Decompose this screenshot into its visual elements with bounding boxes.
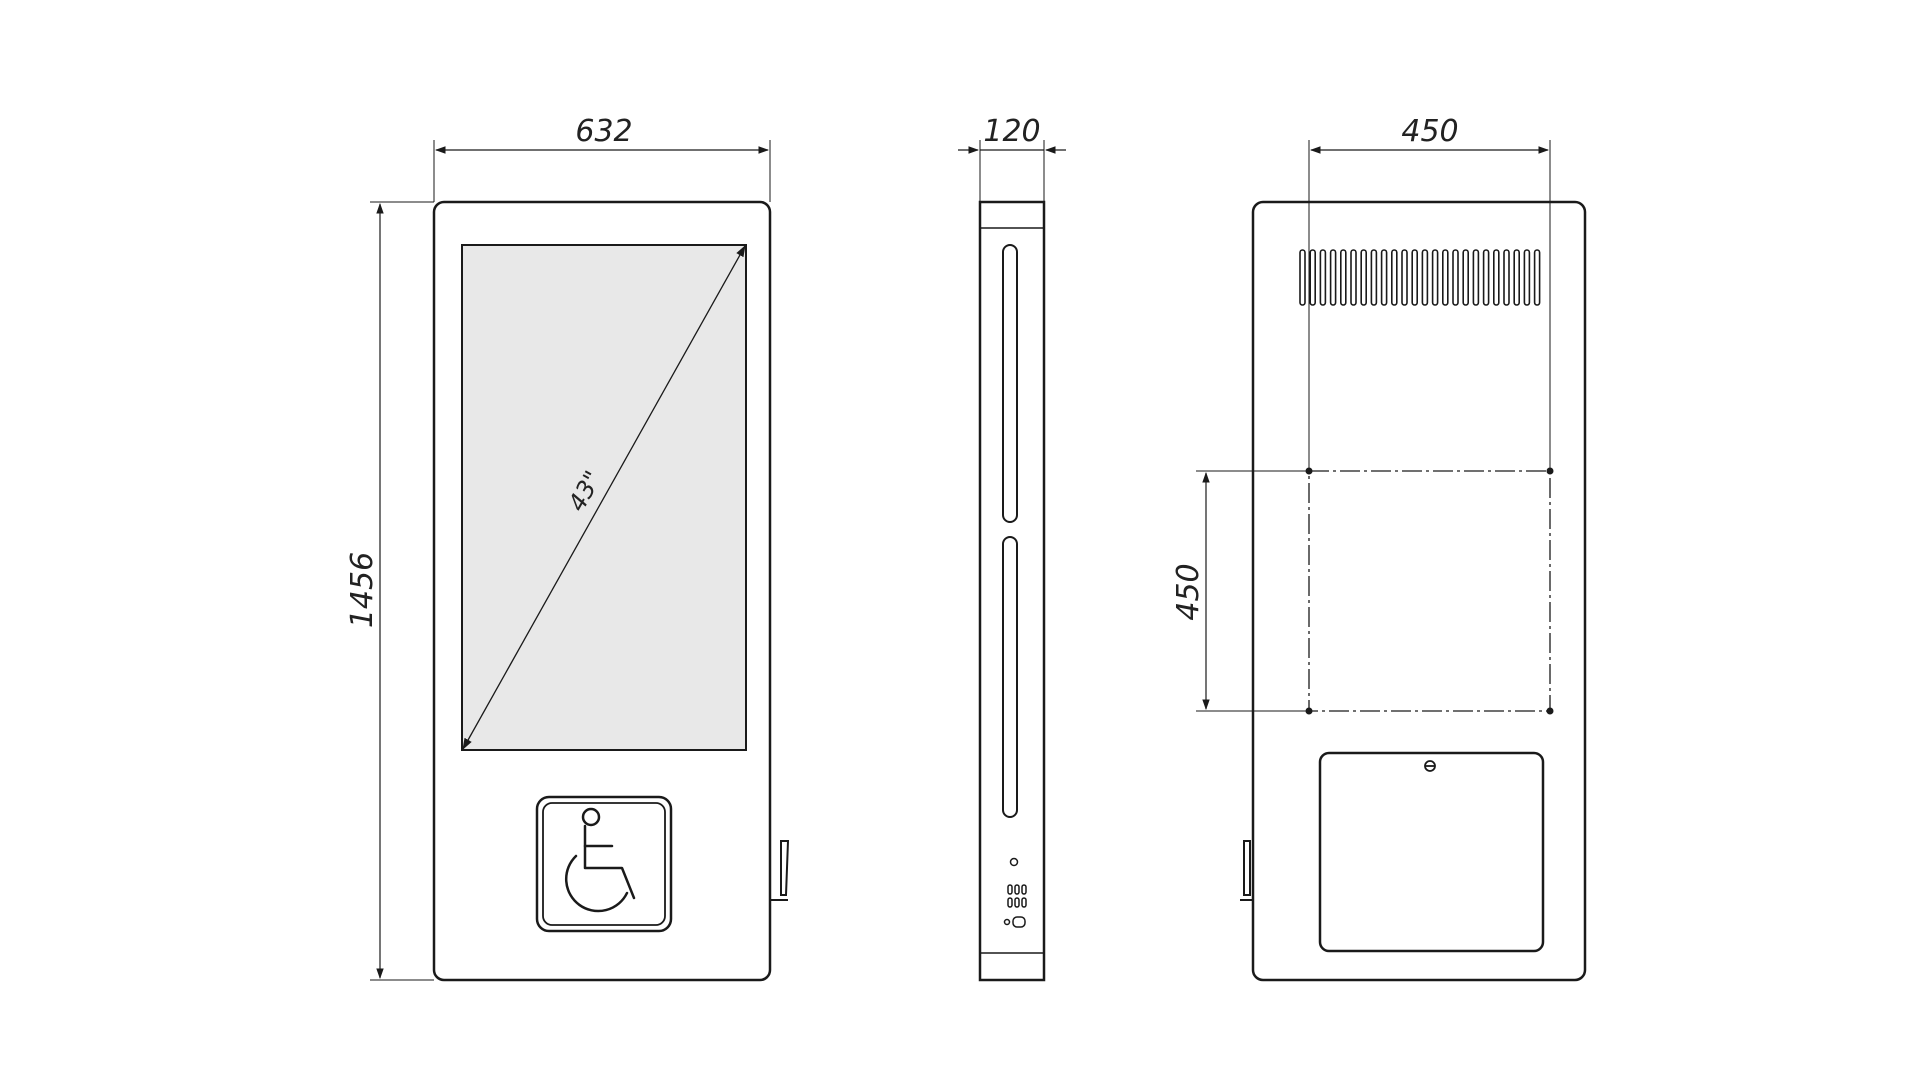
vent-slot [1401,249,1408,306]
antenna-icon [770,840,790,901]
mount-holes [1305,467,1554,715]
vent-slot [1350,249,1357,306]
front-width-label: 632 [575,114,632,149]
back-view: 450 450 [1171,114,1587,982]
front-height-dimension: 1456 [345,201,434,981]
vent-slot [1380,249,1388,306]
vent-slot [1431,249,1439,306]
vent-slot [1299,249,1306,306]
vent-slot [1452,249,1459,306]
front-housing [432,200,772,982]
mount-width-label: 450 [1401,114,1458,149]
side-depth-dimension: 120 [958,114,1066,202]
vent-slot [1360,249,1367,306]
vent-slot [1533,249,1541,306]
vent-slot [1309,249,1316,306]
wheelchair-accessibility-icon [535,795,673,933]
vent-slot [1391,249,1398,306]
vent-slot [1340,249,1347,306]
vent-slot [1442,249,1449,306]
vent-slot [1523,249,1531,306]
mount-height-label: 450 [1171,563,1206,620]
mount-height-dimension: 450 [1171,470,1309,712]
vent-slot [1462,249,1469,306]
mount-width-dimension: 450 [1308,114,1551,471]
vent-slot [1503,249,1510,306]
antenna-icon [1240,840,1254,901]
side-indicator-light [1009,857,1019,867]
screen-diagonal-line [462,244,746,751]
panel-lock-icon [1424,760,1436,772]
vent-slot [1472,249,1480,306]
front-height-label: 1456 [345,552,380,628]
speaker-grille-icon [1003,884,1027,928]
side-housing [978,200,1046,982]
vent-slot [1329,249,1337,306]
vent-slot [1421,249,1429,306]
back-access-panel [1318,751,1545,953]
side-slot-upper [1002,244,1018,523]
vent-slot [1513,249,1520,306]
side-depth-label: 120 [983,114,1040,149]
back-ventilation-grille [1299,249,1541,306]
side-view: 120 [958,114,1066,982]
side-slot-lower [1002,536,1018,818]
front-view: 43" 632 1 [345,114,790,982]
back-housing [1251,200,1587,982]
vent-slot [1411,249,1418,306]
vent-slot [1319,249,1327,306]
vent-slot [1482,249,1490,306]
front-width-dimension: 632 [433,114,771,202]
vent-slot [1493,249,1500,306]
mount-pattern [1308,470,1551,712]
vent-slot [1370,249,1378,306]
